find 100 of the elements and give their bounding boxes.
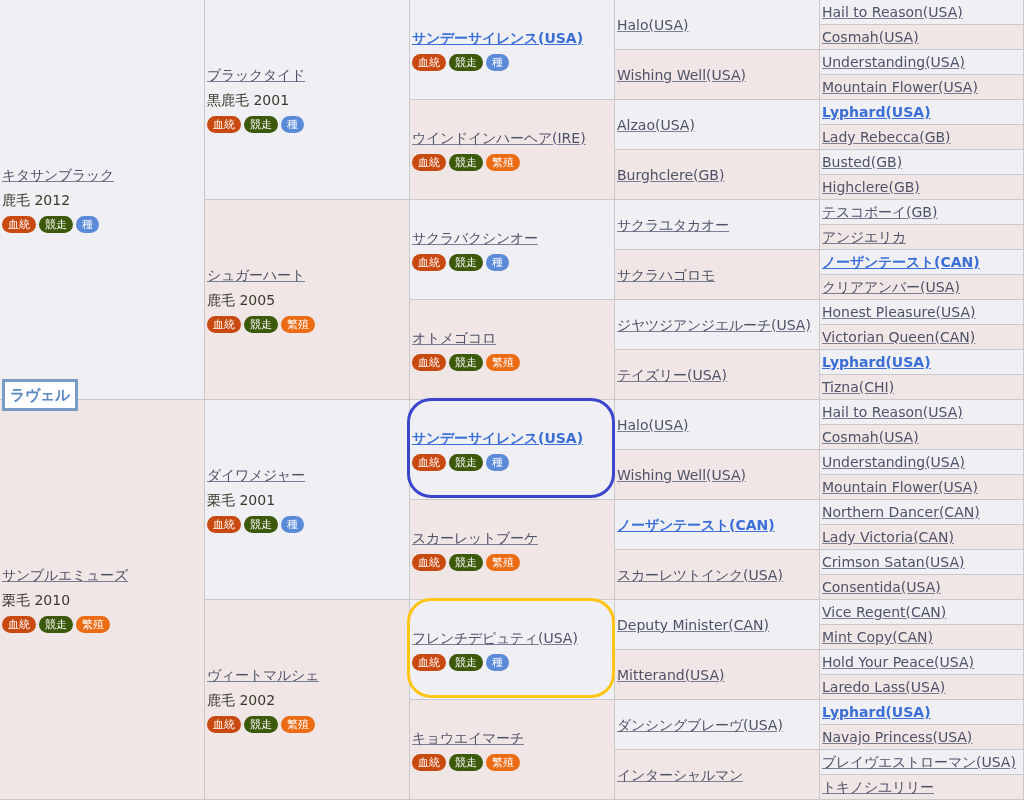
horse-name-link: Mountain Flower(USA) bbox=[822, 478, 978, 496]
pedigree-cell bbox=[820, 175, 1024, 200]
horse-name-link: Victorian Queen(CAN) bbox=[822, 328, 976, 346]
pedigree-cell bbox=[820, 350, 1024, 375]
horse-name-link: Lady Victoria(CAN) bbox=[822, 528, 954, 546]
category-tag: 繁殖 bbox=[76, 616, 110, 633]
category-tag: 競走 bbox=[39, 216, 73, 233]
coat-year-text: 黒鹿毛 2001 bbox=[207, 91, 290, 109]
horse-name-link: サクラハゴロモ bbox=[617, 265, 715, 284]
horse-name-link: Hail to Reason(USA) bbox=[822, 403, 963, 421]
category-tag: 血統 bbox=[207, 116, 241, 133]
category-tag: 血統 bbox=[207, 316, 241, 333]
pedigree-cell bbox=[820, 300, 1024, 325]
horse-name-link: フレンチデピュティ(USA) bbox=[412, 628, 578, 647]
horse-name-link: ダンシングブレーヴ(USA) bbox=[617, 715, 783, 734]
horse-name-link: Understanding(USA) bbox=[822, 53, 966, 71]
horse-name-link: スカーレットブーケ bbox=[412, 528, 538, 547]
category-tag: 繁殖 bbox=[281, 716, 315, 733]
horse-name-link: テスコボーイ(GB) bbox=[822, 203, 938, 221]
category-tag: 競走 bbox=[449, 253, 483, 271]
horse-name-link: ブラックタイド bbox=[207, 66, 305, 84]
pedigree-cell bbox=[820, 100, 1024, 125]
pedigree-cell bbox=[820, 675, 1024, 700]
pedigree-cell bbox=[615, 250, 820, 300]
coat-year-text: 鹿毛 2005 bbox=[207, 291, 276, 309]
pedigree-cell bbox=[820, 500, 1024, 525]
horse-name-link: ダイワメジャー bbox=[207, 466, 305, 484]
pedigree-cell bbox=[820, 525, 1024, 550]
horse-name-link: Halo(USA) bbox=[617, 15, 689, 34]
category-tag: 種 bbox=[486, 653, 509, 671]
horse-name-link: Vice Regent(CAN) bbox=[822, 603, 947, 621]
pedigree-cell bbox=[820, 50, 1024, 75]
coat-year-text: 栗毛 2001 bbox=[207, 491, 276, 509]
category-tag: 血統 bbox=[412, 753, 446, 771]
pedigree-cell bbox=[820, 450, 1024, 475]
horse-name-link: Understanding(USA) bbox=[822, 453, 966, 471]
category-tag: 種 bbox=[486, 53, 509, 71]
pedigree-cell bbox=[205, 200, 410, 400]
pedigree-cell bbox=[615, 450, 820, 500]
horse-name-link: スカーレツトインク(USA) bbox=[617, 565, 783, 584]
horse-name-link: シュガーハート bbox=[207, 266, 305, 284]
horse-name-link: Mint Copy(CAN) bbox=[822, 628, 934, 646]
horse-name-link: キョウエイマーチ bbox=[412, 728, 524, 747]
horse-name-link: Lyphard(USA) bbox=[822, 103, 931, 121]
pedigree-cell bbox=[615, 700, 820, 750]
horse-name-link: Tizna(CHI) bbox=[822, 378, 895, 396]
horse-name-link: ヴィートマルシェ bbox=[207, 666, 319, 684]
category-tag: 血統 bbox=[412, 453, 446, 471]
category-tag: 競走 bbox=[449, 53, 483, 71]
category-tag: 血統 bbox=[412, 253, 446, 271]
pedigree-cell bbox=[410, 500, 615, 600]
pedigree-cell bbox=[615, 200, 820, 250]
category-tag: 血統 bbox=[412, 53, 446, 71]
pedigree-cell bbox=[820, 600, 1024, 625]
horse-name-link: サクラユタカオー bbox=[617, 215, 729, 234]
category-tag: 種 bbox=[486, 253, 509, 271]
pedigree-cell bbox=[410, 0, 615, 100]
horse-name-link: Consentida(USA) bbox=[822, 578, 941, 596]
horse-name-link: クリアアンバー(USA) bbox=[822, 278, 960, 296]
pedigree-cell bbox=[820, 250, 1024, 275]
pedigree-cell bbox=[820, 25, 1024, 50]
category-tag: 種 bbox=[281, 116, 304, 133]
horse-name-link: ブレイヴエストローマン(USA) bbox=[822, 753, 1016, 771]
coat-year-text: 鹿毛 2012 bbox=[2, 191, 71, 209]
horse-name-link: Wishing Well(USA) bbox=[617, 65, 746, 84]
category-tag: 競走 bbox=[244, 516, 278, 533]
pedigree-cell bbox=[615, 550, 820, 600]
pedigree-cell bbox=[820, 225, 1024, 250]
category-tag: 繁殖 bbox=[486, 153, 520, 171]
pedigree-cell bbox=[410, 100, 615, 200]
category-tag: 繁殖 bbox=[486, 553, 520, 571]
horse-name-link: Halo(USA) bbox=[617, 415, 689, 434]
pedigree-cell bbox=[820, 625, 1024, 650]
category-tag: 種 bbox=[281, 516, 304, 533]
horse-name-link: Mitterand(USA) bbox=[617, 665, 725, 684]
pedigree-cell bbox=[615, 300, 820, 350]
pedigree-cell bbox=[205, 0, 410, 200]
category-tag: 競走 bbox=[449, 453, 483, 471]
horse-name-link: オトメゴコロ bbox=[412, 328, 496, 347]
pedigree-cell bbox=[615, 50, 820, 100]
horse-name-link: Laredo Lass(USA) bbox=[822, 678, 946, 696]
pedigree-cell bbox=[820, 75, 1024, 100]
horse-name-link: Hold Your Peace(USA) bbox=[822, 653, 974, 671]
pedigree-cell bbox=[820, 550, 1024, 575]
category-tag: 血統 bbox=[207, 516, 241, 533]
horse-name-link: キタサンブラック bbox=[2, 166, 114, 184]
category-tag: 競走 bbox=[449, 353, 483, 371]
category-tag: 競走 bbox=[449, 753, 483, 771]
pedigree-cell bbox=[615, 750, 820, 800]
pedigree-cell bbox=[820, 375, 1024, 400]
horse-name-link: Alzao(USA) bbox=[617, 115, 695, 134]
pedigree-cell bbox=[820, 700, 1024, 725]
horse-name-link: ジヤツジアンジエルーチ(USA) bbox=[617, 315, 811, 334]
category-tag: 競走 bbox=[244, 116, 278, 133]
horse-name-link: Lyphard(USA) bbox=[822, 353, 931, 371]
pedigree-cell bbox=[820, 475, 1024, 500]
pedigree-cell bbox=[820, 650, 1024, 675]
category-tag: 繁殖 bbox=[281, 316, 315, 333]
pedigree-cell bbox=[820, 150, 1024, 175]
pedigree-cell bbox=[615, 150, 820, 200]
